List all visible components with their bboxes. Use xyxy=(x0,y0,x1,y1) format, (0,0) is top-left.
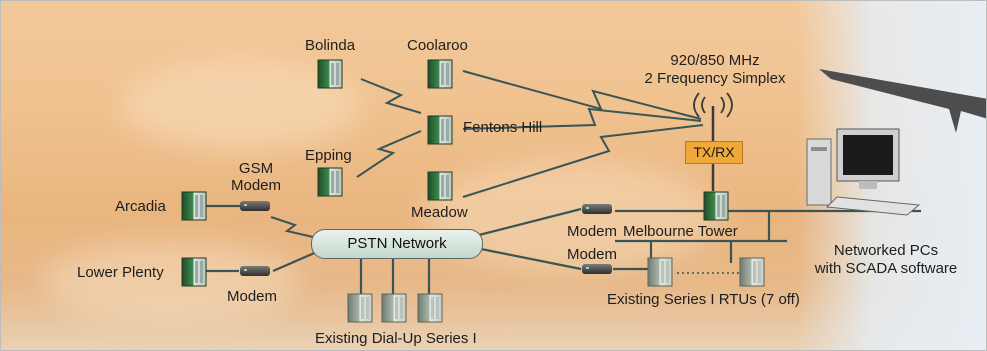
link-epping-fentons xyxy=(356,130,422,178)
modem-upper-icon xyxy=(582,204,612,214)
label-bolinda: Bolinda xyxy=(305,37,356,54)
rtu-series1-right-icon xyxy=(739,257,765,287)
aircraft-wing xyxy=(819,69,986,133)
label-networked-pcs: Networked PCs xyxy=(833,242,939,259)
antenna-icon xyxy=(693,92,733,191)
link-gsm-pstn xyxy=(270,216,314,238)
label-meadow: Meadow xyxy=(411,204,468,221)
link-meadow-radio xyxy=(462,124,704,198)
rtu-dialup-2-icon xyxy=(381,293,407,323)
label-radio-simplex: 2 Frequency Simplex xyxy=(644,70,786,87)
rtu-coolaroo-icon xyxy=(427,59,453,89)
modem-bottom-icon xyxy=(582,264,612,274)
radio-links xyxy=(270,70,704,238)
rtu-lower-plenty-icon xyxy=(181,257,207,287)
label-modem-lower: Modem xyxy=(227,288,278,305)
rtu-fentons-hill-icon xyxy=(427,115,453,145)
label-series1-rtus: Existing Series I RTUs (7 off) xyxy=(607,291,800,308)
rtu-melbourne-tower-icon xyxy=(703,191,729,221)
background-cloud xyxy=(41,241,301,321)
rtu-dialup-1-icon xyxy=(347,293,373,323)
label-dialup-series1: Existing Dial-Up Series I xyxy=(315,330,477,347)
link-fentons-radio xyxy=(462,107,702,130)
link-modem-pstn xyxy=(272,249,320,273)
label-modem-bottom: Modem xyxy=(567,246,618,263)
rtu-epping-icon xyxy=(317,167,343,197)
rtu-meadow-icon xyxy=(427,171,453,201)
label-arcadia: Arcadia xyxy=(115,198,166,215)
label-gsm: GSM xyxy=(238,160,274,177)
link-pstn-upper-modem xyxy=(470,207,582,239)
label-radio-frequency: 920/850 MHz xyxy=(670,52,760,69)
modem-lower-plenty-icon xyxy=(240,266,270,276)
link-coolaroo-radio xyxy=(462,70,702,120)
link-pstn-lower-modem xyxy=(470,245,582,271)
label-modem-top: Modem xyxy=(567,223,618,240)
rtu-bolinda-icon xyxy=(317,59,343,89)
computer-icon xyxy=(806,128,921,216)
pstn-network: PSTN Network xyxy=(311,229,483,259)
label-melbourne-tower: Melbourne Tower xyxy=(623,223,738,240)
label-scada-software: with SCADA software xyxy=(814,260,958,277)
txrx-box: TX/RX xyxy=(685,141,743,164)
rtu-series1-left-icon xyxy=(647,257,673,287)
gsm-modem-icon xyxy=(240,201,270,211)
rtu-dialup-3-icon xyxy=(417,293,443,323)
rtu-arcadia-icon xyxy=(181,191,207,221)
label-gsm-modem: Modem xyxy=(230,177,282,194)
label-epping: Epping xyxy=(305,147,352,164)
label-fentons-hill: Fentons Hill xyxy=(463,119,543,136)
link-bolinda-fentons xyxy=(360,78,422,114)
label-coolaroo: Coolaroo xyxy=(407,37,468,54)
label-lower-plenty: Lower Plenty xyxy=(77,264,164,281)
